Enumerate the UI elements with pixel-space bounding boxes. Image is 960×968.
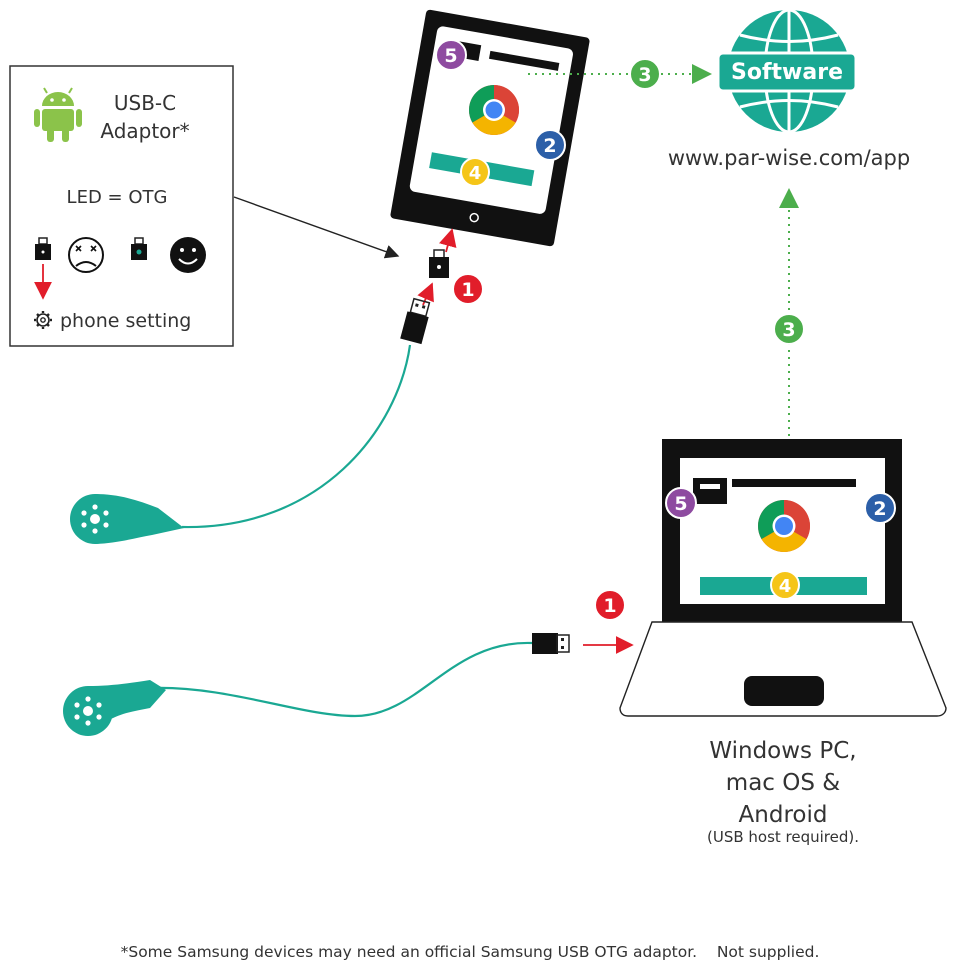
- laptop-caption-line3: Android: [739, 802, 828, 828]
- usb-plug-upper-icon: [400, 297, 431, 345]
- chrome-icon: [469, 85, 519, 135]
- software-label: Software: [731, 60, 843, 85]
- happy-face-icon: [170, 237, 206, 273]
- svg-text:1: 1: [461, 279, 474, 301]
- software-badge-3-top: 3: [629, 58, 661, 90]
- sad-face-icon: [68, 237, 104, 273]
- adaptor-off-icon: [35, 237, 51, 260]
- footnote: *Some Samsung devices may need an offici…: [121, 943, 820, 961]
- tablet: [390, 9, 590, 247]
- adaptor-on-icon: [131, 237, 147, 260]
- lower-sensor-icon: [63, 680, 166, 736]
- laptop-badge-4: 4: [770, 570, 800, 600]
- usb-c-adaptor-icon: [429, 249, 449, 278]
- legend-pointer-arrow: [233, 196, 400, 259]
- usb-plug-lower-icon: [532, 633, 570, 654]
- tablet-badge-2: 2: [534, 129, 566, 161]
- android-icon: [34, 87, 82, 142]
- svg-text:2: 2: [543, 135, 556, 157]
- laptop-caption-note: (USB host required).: [707, 828, 859, 846]
- svg-text:3: 3: [638, 64, 651, 86]
- software-banner: Software: [716, 51, 858, 93]
- laptop-badge-5: 5: [665, 487, 697, 519]
- laptop-badge-1: 1: [594, 589, 626, 621]
- legend-title-line1: USB-C: [114, 91, 176, 115]
- phone-setting-label: phone setting: [60, 310, 191, 332]
- tablet-badge-4: 4: [460, 157, 490, 187]
- svg-text:2: 2: [873, 498, 886, 520]
- upper-sensor-icon: [70, 494, 184, 544]
- gear-icon: [34, 311, 52, 329]
- lower-cable: [151, 641, 533, 718]
- laptop-chrome-icon: [758, 500, 810, 552]
- legend-led-text: LED = OTG: [67, 187, 168, 208]
- adaptor-to-tablet-arrow: [439, 228, 457, 253]
- svg-text:5: 5: [444, 45, 457, 67]
- tablet-badge-5: 5: [435, 39, 467, 71]
- svg-text:4: 4: [469, 163, 482, 184]
- svg-text:3: 3: [782, 319, 795, 341]
- software-badge-3-side: 3: [773, 313, 805, 345]
- laptop-caption-line1: Windows PC,: [709, 738, 856, 764]
- software-url: www.par-wise.com/app: [668, 146, 910, 170]
- tablet-badge-1: 1: [452, 273, 484, 305]
- svg-text:4: 4: [779, 576, 792, 597]
- legend-title-line2: Adaptor*: [100, 119, 189, 143]
- legend-box: USB-C Adaptor* LED = OTG: [9, 65, 234, 347]
- upper-cable: [181, 344, 412, 529]
- svg-text:1: 1: [603, 595, 616, 617]
- laptop-badge-2: 2: [864, 492, 896, 524]
- svg-text:5: 5: [674, 493, 687, 515]
- laptop-caption-line2: mac OS &: [726, 770, 840, 796]
